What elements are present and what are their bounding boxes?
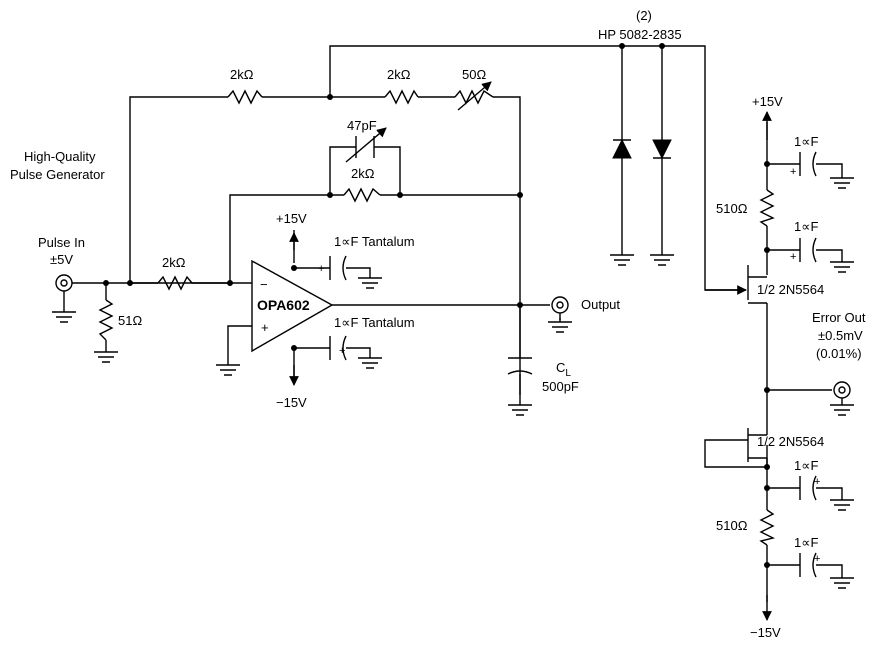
labels: High-Quality Pulse Generator Pulse In ±5… [10, 8, 866, 640]
ground-opamp-plus [216, 364, 240, 376]
jfet-top [705, 265, 767, 304]
capacitor-1uF-b [799, 237, 854, 273]
r-in-label: 2kΩ [162, 255, 186, 270]
potentiometer-50 [454, 81, 494, 111]
wires [72, 45, 843, 602]
opamp-name: OPA602 [257, 297, 310, 313]
cap-tant-top-plus: + [318, 263, 324, 275]
capacitor-47p-variable [345, 127, 387, 163]
r-top-left-label: 2kΩ [230, 67, 254, 82]
r-fb-label: 2kΩ [351, 166, 375, 181]
cap-tant-bot-label: 1∝F Tantalum [334, 315, 415, 330]
cap-tant-top-label: 1∝F Tantalum [334, 234, 415, 249]
error-out-connector [830, 381, 854, 416]
jfet-top-label: 1/2 2N5564 [757, 282, 824, 297]
r-510-top-label: 510Ω [716, 201, 748, 216]
capacitor-cl [507, 357, 533, 416]
r-top-right-label: 2kΩ [387, 67, 411, 82]
resistor-input [157, 275, 193, 291]
r-510-bottom-label: 510Ω [716, 518, 748, 533]
resistor-top-left [227, 89, 263, 105]
supply-pos-label: +15V [276, 211, 307, 226]
pot-50-label: 50Ω [462, 67, 486, 82]
cap-1uF-c-plus: + [814, 476, 820, 488]
cl-label: CL [556, 360, 571, 379]
capacitor-1uF-a [799, 151, 854, 189]
opamp-plus: + [261, 320, 269, 335]
diode-count: (2) [636, 8, 652, 23]
resistor-top-right [384, 89, 419, 105]
opamp-opa602 [251, 259, 334, 353]
pulse-in-label: Pulse In [38, 235, 85, 250]
resistor-feedback [343, 187, 381, 203]
cap-47p-label: 47pF [347, 118, 377, 133]
output-label: Output [581, 297, 620, 312]
rail-neg-label: −15V [750, 625, 781, 640]
resistor-51 [94, 299, 118, 363]
cl-main: C [556, 360, 565, 375]
pulse-in-connector [52, 274, 76, 323]
resistor-510-bottom [759, 509, 776, 546]
error-range-label: ±0.5mV [818, 328, 863, 343]
cap-1uF-c-label: 1∝F [794, 458, 819, 473]
cap-1uF-b-plus: + [790, 251, 796, 263]
cap-1uF-d-label: 1∝F [794, 535, 819, 550]
capacitor-tantalum-bottom [329, 335, 382, 369]
r51-label: 51Ω [118, 313, 142, 328]
output-connector [548, 296, 572, 333]
opamp-minus: − [260, 277, 268, 292]
capacitor-tantalum-top [329, 255, 382, 289]
diode-right [650, 139, 674, 266]
jfet-bottom [747, 428, 767, 462]
jfet-bottom-label: 1/2 2N5564 [757, 434, 824, 449]
junctions [103, 43, 770, 568]
error-pct-label: (0.01%) [816, 346, 862, 361]
cap-tant-bot-plus: + [339, 345, 345, 357]
cl-value: 500pF [542, 379, 579, 394]
diode-part: HP 5082-2835 [598, 27, 682, 42]
pulse-in-range: ±5V [50, 252, 73, 267]
rail-pos-label: +15V [752, 94, 783, 109]
cl-subscript: L [565, 368, 571, 379]
resistor-510-top [759, 189, 775, 227]
cap-1uF-b-label: 1∝F [794, 219, 819, 234]
diode-left [610, 138, 634, 266]
generator-title-line1: High-Quality [24, 149, 96, 164]
capacitor-1uF-c [799, 475, 854, 511]
error-out-label: Error Out [812, 310, 866, 325]
cap-1uF-a-plus: + [790, 166, 796, 178]
supply-neg-label: −15V [276, 395, 307, 410]
cap-1uF-a-label: 1∝F [794, 134, 819, 149]
cap-1uF-d-plus: + [814, 553, 820, 565]
generator-title-line2: Pulse Generator [10, 167, 105, 182]
capacitor-1uF-d [799, 552, 854, 589]
